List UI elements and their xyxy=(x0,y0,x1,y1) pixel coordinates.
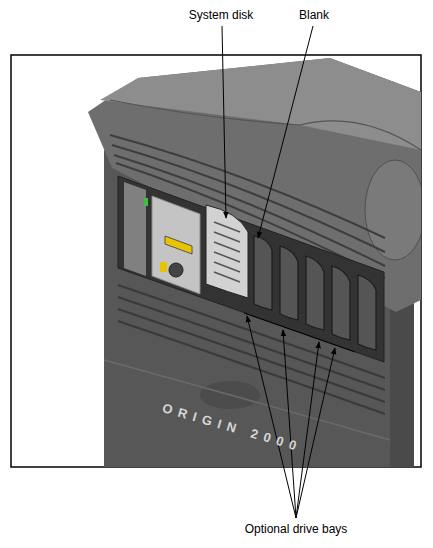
disk-grille xyxy=(214,222,240,282)
display xyxy=(165,236,192,254)
top-surface xyxy=(100,58,421,150)
front-grooves xyxy=(118,285,385,414)
leader-line xyxy=(283,330,296,518)
frame xyxy=(11,55,421,467)
key xyxy=(160,262,167,272)
blank-panel xyxy=(254,236,272,310)
callout-label: Blank xyxy=(299,8,329,22)
key-switch xyxy=(169,263,183,277)
leader-line xyxy=(222,26,226,218)
corner-bump xyxy=(365,160,421,260)
drive-bay xyxy=(280,246,298,320)
leader-line xyxy=(247,316,296,518)
computer-chassis xyxy=(88,58,421,467)
callout-label: Optional drive bays xyxy=(245,522,348,536)
drive-bay xyxy=(332,266,350,340)
control-panel xyxy=(152,196,200,294)
system-disk xyxy=(206,205,248,298)
callout-label: System disk xyxy=(189,8,254,22)
led xyxy=(144,198,148,206)
leader-line xyxy=(258,26,313,238)
logo-text: ORIGIN 2000 xyxy=(160,400,303,454)
leader-line xyxy=(296,348,335,518)
drive-bays xyxy=(254,236,376,350)
bay-bracket xyxy=(244,313,355,352)
drive-bay xyxy=(358,275,376,350)
leader-line xyxy=(296,342,319,518)
drive-bay xyxy=(306,256,324,330)
floppy-slot xyxy=(124,182,146,276)
